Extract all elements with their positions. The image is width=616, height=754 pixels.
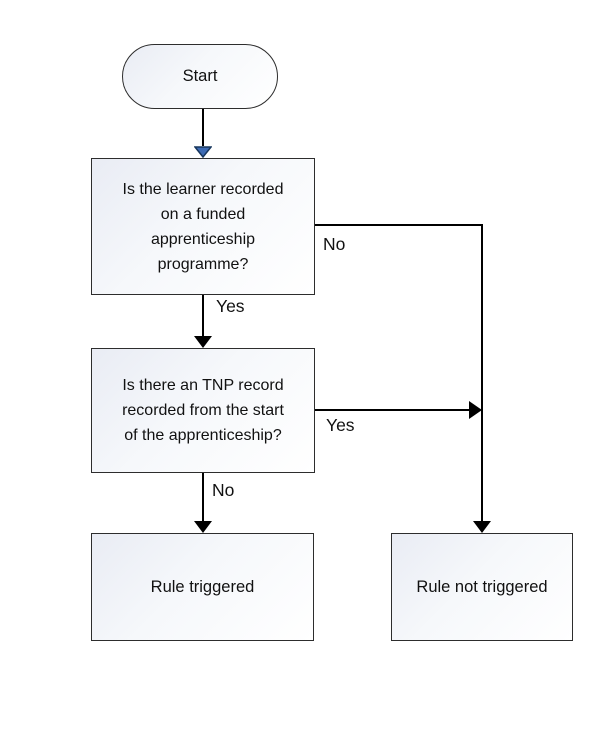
arrowhead-down-icon [473,521,491,533]
arrowhead-down-blue-icon [194,146,212,158]
node-rule-triggered: Rule triggered [91,533,314,641]
edge-label-tnp-yes: Yes [326,415,355,435]
arrowhead-down-icon [194,336,212,348]
arrowhead-right-icon [469,401,482,419]
node-decision-tnp-record: Is there an TNP record recorded from the… [91,348,315,473]
connector-funded-no-horizontal [315,224,483,226]
edge-label-funded-yes: Yes [216,296,245,316]
edge-label-funded-no: No [323,234,346,254]
connector-start-to-funded [202,109,204,146]
edge-label-tnp-no: No [212,480,235,500]
node-start: Start [122,44,278,109]
node-decision-funded-programme: Is the learner recorded on a funded appr… [91,158,315,295]
arrowhead-down-icon [194,521,212,533]
node-rule-not-triggered: Rule not triggered [391,533,573,641]
connector-funded-no-vertical [481,224,483,521]
connector-tnp-no [202,473,204,521]
connector-funded-yes [202,295,204,336]
connector-tnp-yes [315,409,470,411]
